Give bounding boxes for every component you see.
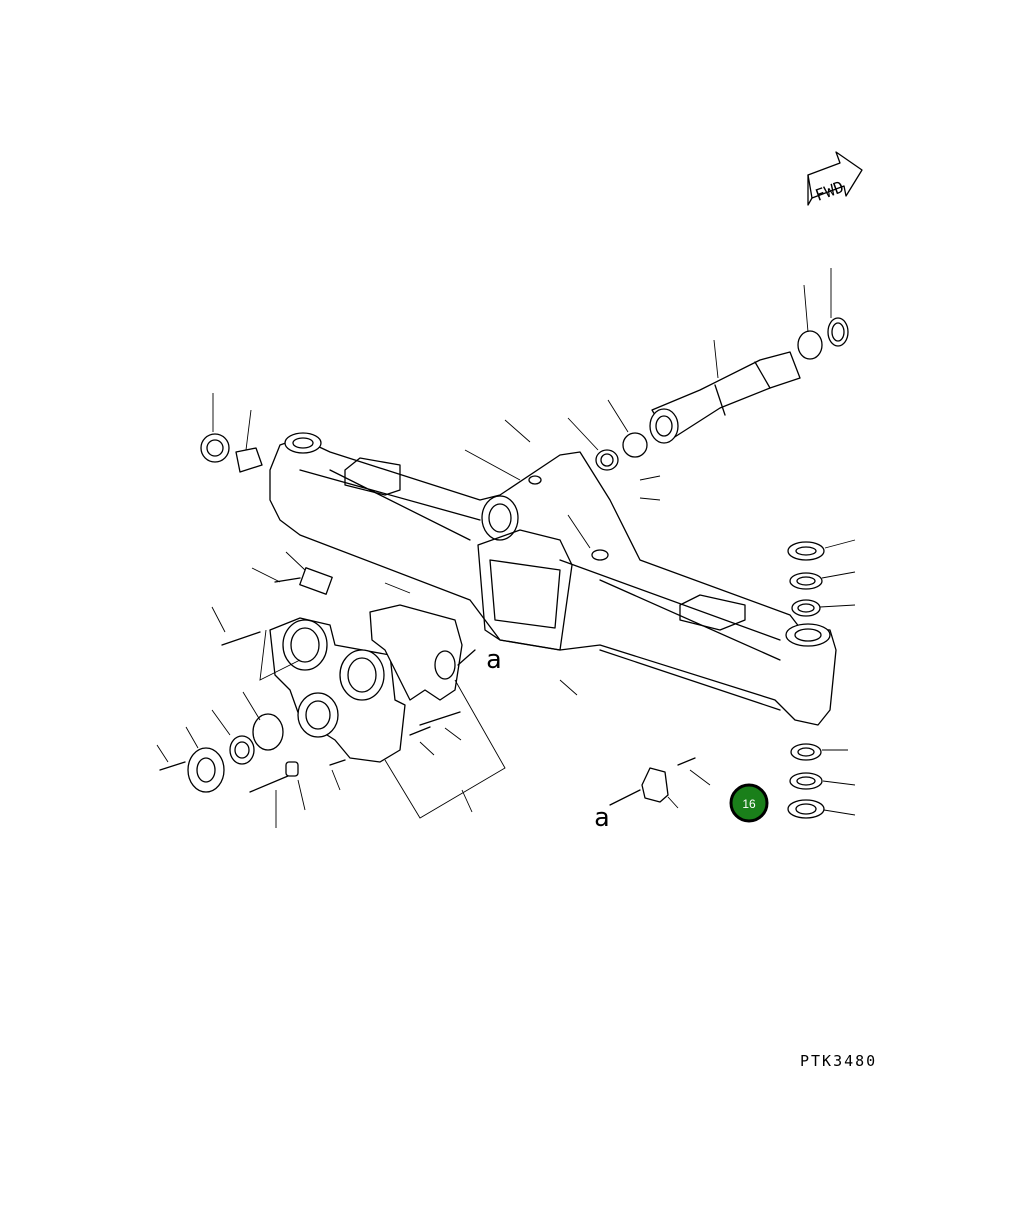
leader-lines — [156, 268, 856, 828]
drive-flange — [159, 567, 461, 793]
callout-badge[interactable]: 16 — [729, 783, 769, 823]
detail-marker-upper: a — [486, 645, 502, 675]
callout-badge-label[interactable]: 16 — [742, 797, 756, 811]
seal-stack — [787, 541, 825, 819]
axle-shaft — [200, 317, 849, 473]
detail-marker-lower: a — [594, 803, 610, 833]
detail-bracket — [457, 649, 696, 806]
differential-carrier — [269, 604, 463, 763]
fwd-arrow-icon: FWD — [807, 151, 863, 206]
axle-housing — [269, 432, 837, 726]
callout-badge-circle[interactable] — [729, 783, 769, 823]
drawing-code: PTK3480 — [800, 1052, 878, 1070]
